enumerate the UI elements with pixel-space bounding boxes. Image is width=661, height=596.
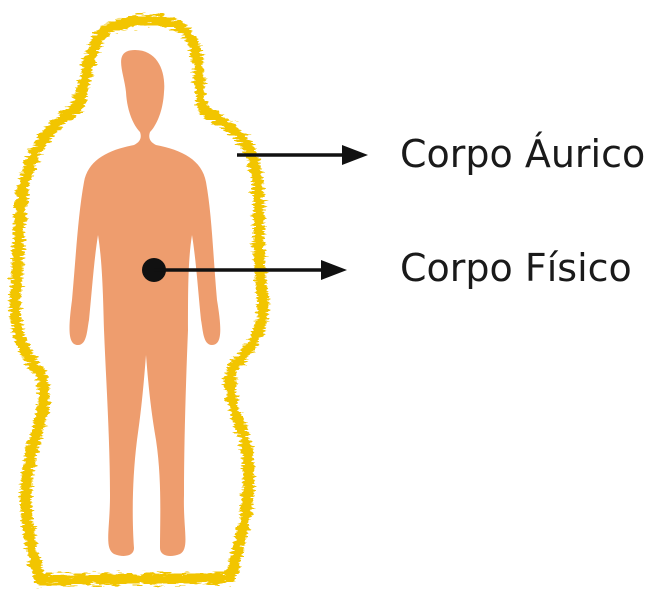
human-body (70, 50, 221, 556)
physical-body-label: Corpo Físico (400, 249, 632, 287)
aura-label: Corpo Áurico (400, 135, 645, 173)
